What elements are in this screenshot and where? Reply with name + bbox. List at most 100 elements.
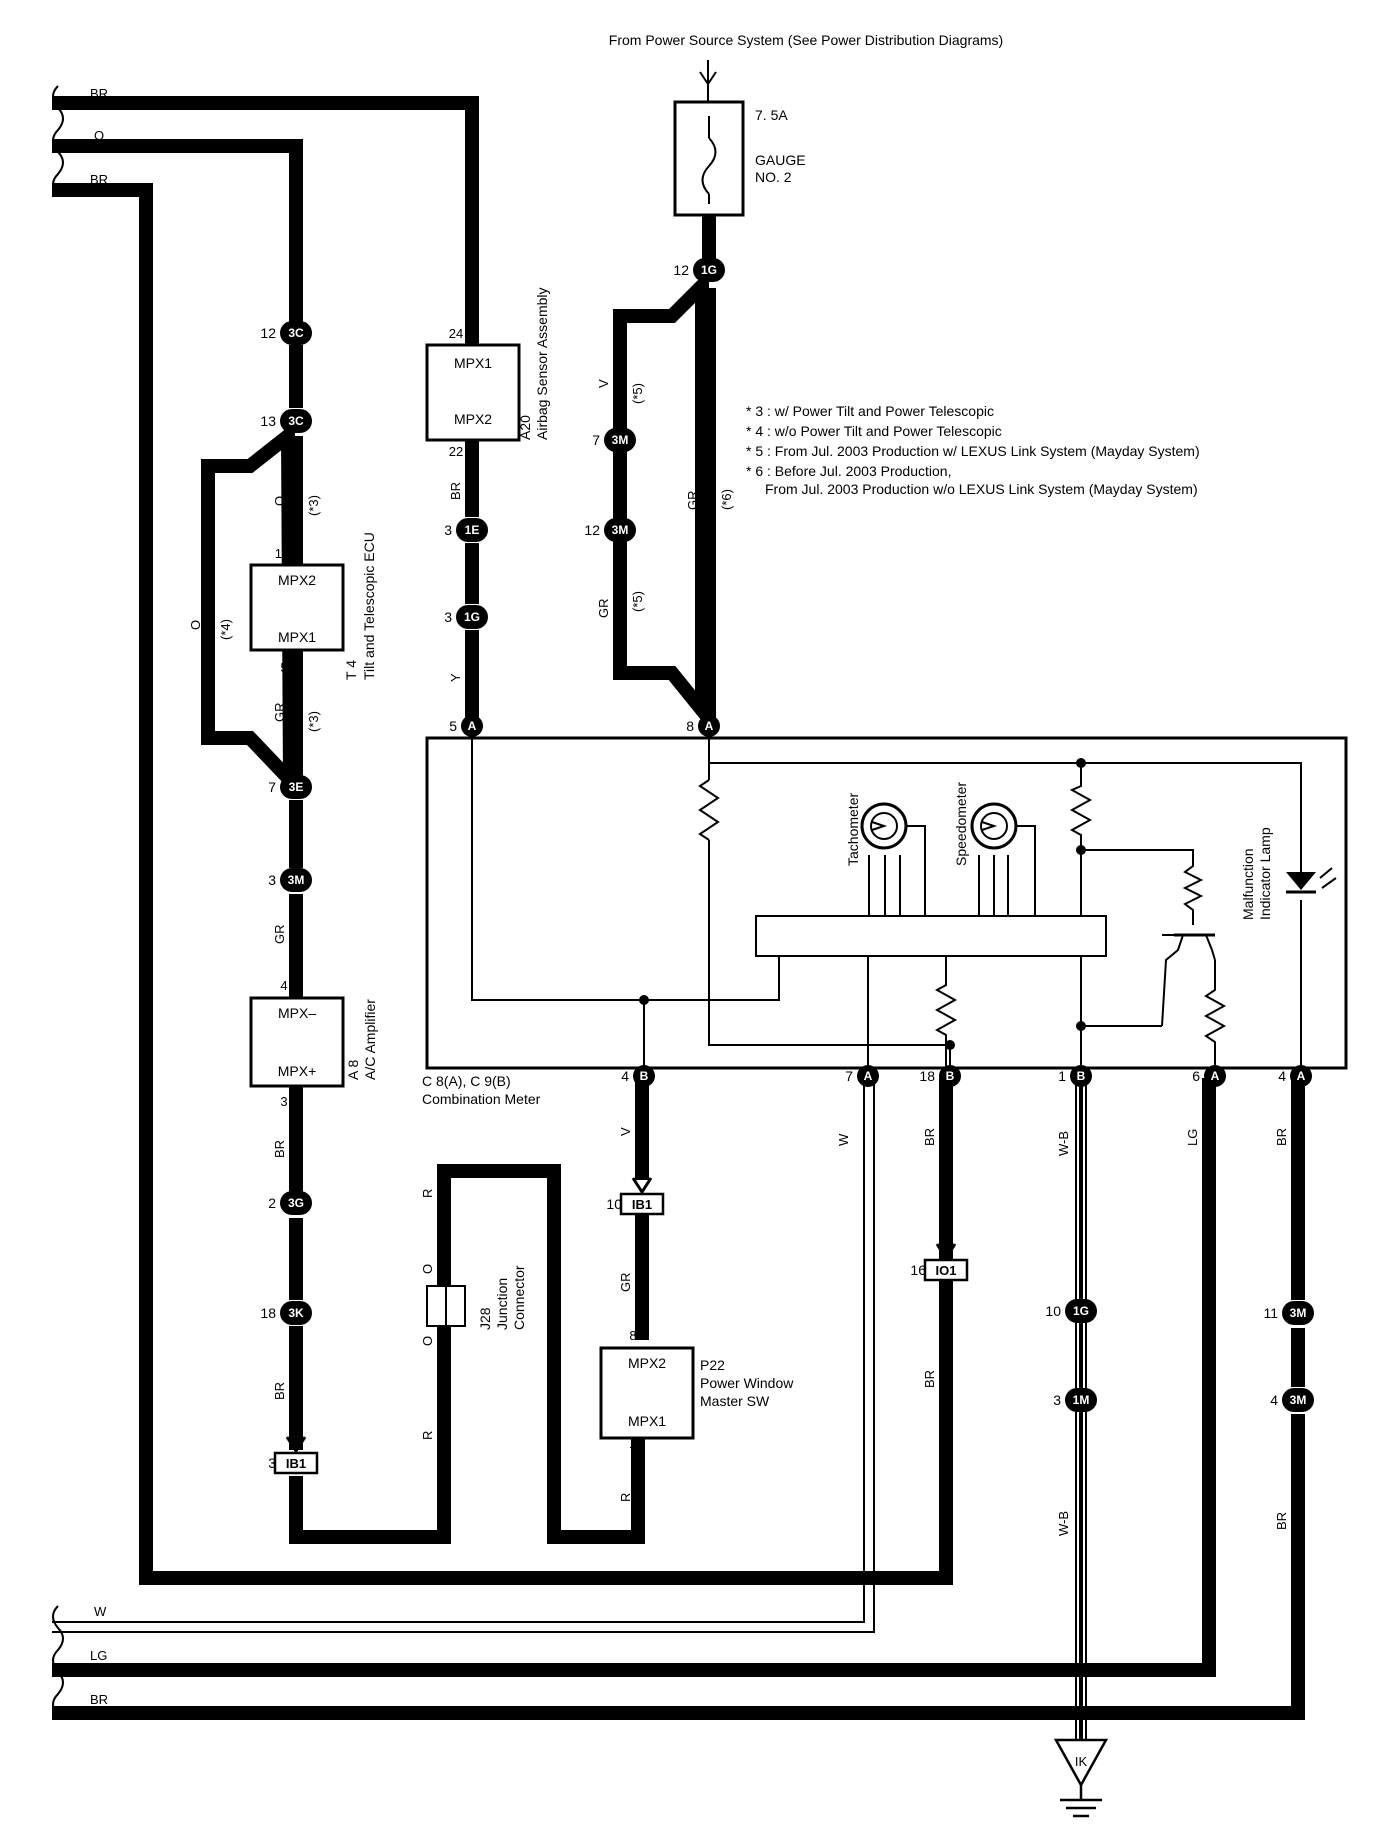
note-6b: From Jul. 2003 Production w/o LEXUS Link… — [765, 481, 1198, 497]
connector-pin: 3 — [1053, 1392, 1061, 1408]
wire-label-o: O — [94, 128, 104, 143]
pw-pin-top: MPX2 — [628, 1355, 666, 1371]
meter-pin-number: 7 — [845, 1068, 853, 1084]
break-marks — [52, 85, 64, 1717]
pw-n-bottom: 7 — [629, 1444, 636, 1459]
pw-n-top: 8 — [629, 1328, 636, 1343]
connector-pin: 10 — [606, 1196, 622, 1212]
connector-pin: 12 — [260, 325, 276, 341]
wl-r-jc-bot: R — [420, 1431, 435, 1440]
wl-gr-ac: GR — [272, 925, 287, 945]
ac-amplifier-box — [249, 996, 345, 1088]
airbag-code: A20 — [517, 415, 533, 440]
connector-pin: 3 — [444, 522, 452, 538]
meter-pin-top_a8: A8 — [686, 715, 720, 737]
wl-gr-star3: GR — [272, 703, 287, 723]
meter-pin-id: A — [705, 719, 714, 733]
connector-pin: 7 — [592, 432, 600, 448]
tilt-pin-top: MPX2 — [278, 572, 316, 588]
fuse-name2: NO. 2 — [755, 169, 792, 185]
tilt-n-top: 14 — [275, 546, 289, 561]
connector-id: 3M — [612, 433, 629, 447]
connector-3m: 3M4 — [1270, 1388, 1314, 1412]
connector-id: 3M — [1290, 1306, 1307, 1320]
wl-s6: (*6) — [719, 489, 734, 510]
wire-label-w: W — [94, 1604, 107, 1619]
ac-pin-top: MPX– — [278, 1005, 316, 1021]
meter-pin-id: A — [1297, 1069, 1306, 1083]
wires — [52, 96, 1305, 1720]
connector-id: 3C — [288, 326, 304, 340]
meter-pin-number: 4 — [621, 1068, 629, 1084]
wl-v-b4: V — [618, 1127, 633, 1136]
connector-id: IB1 — [632, 1197, 652, 1212]
wl-w-a7: W — [836, 1133, 851, 1146]
meter-pin-number: 6 — [1192, 1068, 1200, 1084]
connector-id: 3K — [288, 1306, 304, 1320]
wl-s5b: (*5) — [630, 591, 645, 612]
ground-ik-label: IK — [1075, 1754, 1088, 1769]
meter-pin-id: B — [1077, 1069, 1086, 1083]
connector-id: 3C — [288, 414, 304, 428]
connector-pin: 16 — [910, 1262, 926, 1278]
connector-id: 3G — [288, 1196, 304, 1210]
connector-pin: 7 — [268, 779, 276, 795]
connector-1g: 1G 12 — [673, 258, 725, 282]
ac-code: A 8 — [345, 1060, 361, 1080]
airbag-n-top: 24 — [449, 326, 463, 341]
connector-1e: 1E3 — [444, 518, 488, 542]
meter-pin-b1: B1 — [1058, 1065, 1092, 1087]
connector-pin: 3 — [444, 609, 452, 625]
wl-br-3k: BR — [272, 1382, 287, 1400]
connector-pin: 18 — [260, 1305, 276, 1321]
connector-pin: 4 — [1270, 1392, 1278, 1408]
ground-ik — [1053, 1738, 1109, 1818]
meter-pin-id: B — [640, 1069, 649, 1083]
meter-code: C 8(A), C 9(B) — [422, 1073, 511, 1089]
connector-io1: IO1 16 — [910, 1243, 969, 1282]
tilt-pin-bottom: MPX1 — [278, 629, 316, 645]
notes: * 3 : w/ Power Tilt and Power Telescopic… — [746, 403, 1200, 497]
connector-3m: 3M 3 — [268, 868, 312, 892]
led-icon — [1286, 867, 1337, 894]
connector-pin: 3 — [268, 872, 276, 888]
wl-br-ac: BR — [272, 1140, 287, 1158]
connector-id: 1G — [1073, 1304, 1089, 1318]
wl-r-jc-top: R — [420, 1189, 435, 1198]
power-window-master-sw-box — [599, 1346, 695, 1440]
mil-label-2: Indicator Lamp — [1257, 827, 1273, 920]
wire-labels: O (*3) O (*4) GR (*3) GR BR BR BR Y V (*… — [188, 379, 1289, 1536]
wl-o-star4: O — [188, 620, 203, 630]
pw-name1: Power Window — [700, 1375, 794, 1391]
connector-ib1: IB1 10 — [606, 1177, 665, 1216]
ac-n-top: 4 — [280, 978, 287, 993]
connector-1g: 1G3 — [444, 605, 488, 629]
pw-code: P22 — [700, 1357, 725, 1373]
connector-3g: 3G2 — [268, 1191, 312, 1215]
connector-3m: 3M 7 — [592, 428, 636, 452]
tachometer-icon — [860, 802, 908, 850]
meter-pin-number: 5 — [449, 718, 457, 734]
connector-id: 3M — [288, 873, 305, 887]
connector-id: IO1 — [936, 1263, 957, 1278]
wl-gr6: GR — [685, 491, 700, 511]
connector-pin: 10 — [1045, 1303, 1061, 1319]
wl-br-io1: BR — [922, 1370, 937, 1388]
connector-id: 1G — [701, 263, 717, 277]
meter-pin-a7: A7 — [845, 1065, 879, 1087]
wire-label-lg: LG — [90, 1648, 107, 1663]
w-wire — [52, 1084, 875, 1633]
jc-name2: Connector — [511, 1265, 527, 1330]
pw-name2: Master SW — [700, 1393, 770, 1409]
connector-1m: 1M3 — [1053, 1388, 1097, 1412]
junction-connector — [426, 1285, 466, 1327]
wl-br-a4: BR — [1274, 1128, 1289, 1146]
connector-1g: 1G 10 — [1045, 1299, 1097, 1323]
wl-br-3m: BR — [1274, 1512, 1289, 1530]
connector-pin: 12 — [673, 262, 689, 278]
connector-id: IB1 — [286, 1456, 306, 1471]
meter-name: Combination Meter — [422, 1091, 541, 1107]
